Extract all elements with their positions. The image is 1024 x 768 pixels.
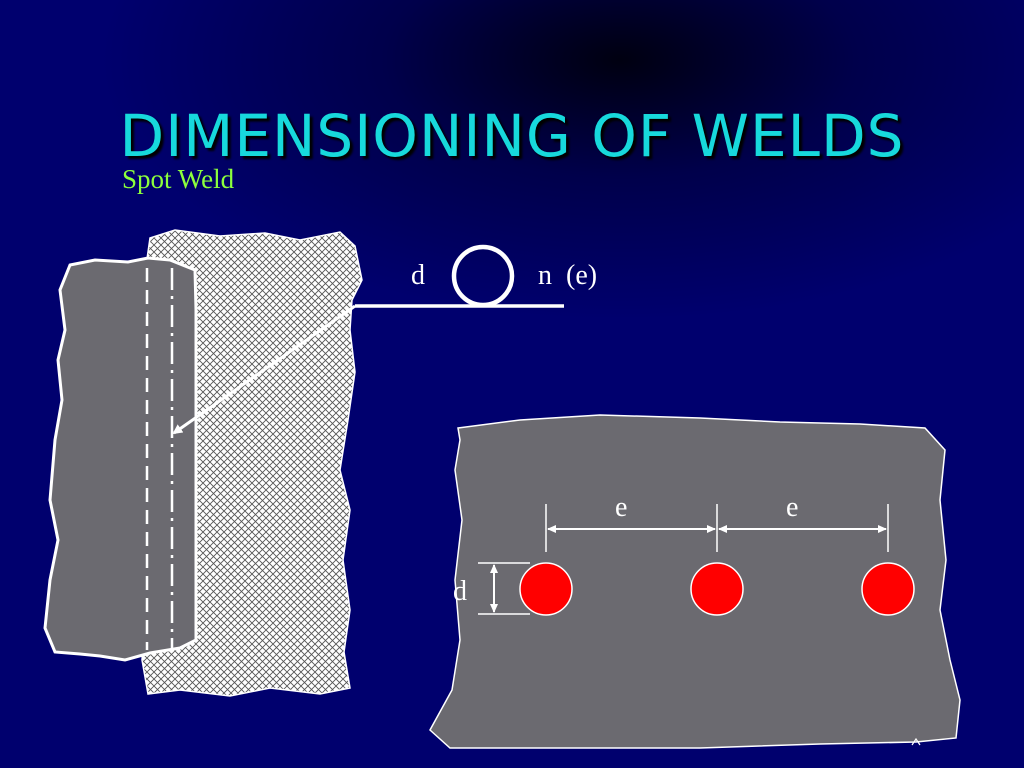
- front-plate-section: [43, 256, 198, 662]
- symbol-count-spacing-label: n (e): [538, 260, 597, 291]
- spacing-label-1: e: [615, 492, 627, 523]
- leader-arrow: [172, 304, 356, 435]
- slide-subtitle: Spot Weld: [122, 164, 235, 194]
- slide-title: DIMENSIONING OF WELDS: [119, 102, 905, 170]
- spacing-label-2: e: [786, 492, 798, 523]
- weld-spot-3: [861, 562, 915, 616]
- spot-weld-symbol-icon: [451, 244, 515, 308]
- weld-spot-2: [690, 562, 744, 616]
- weld-spot-1: [519, 562, 573, 616]
- plate-corner-tick: [911, 737, 921, 746]
- symbol-diameter-label: d: [411, 260, 425, 291]
- diameter-label: d: [453, 576, 467, 607]
